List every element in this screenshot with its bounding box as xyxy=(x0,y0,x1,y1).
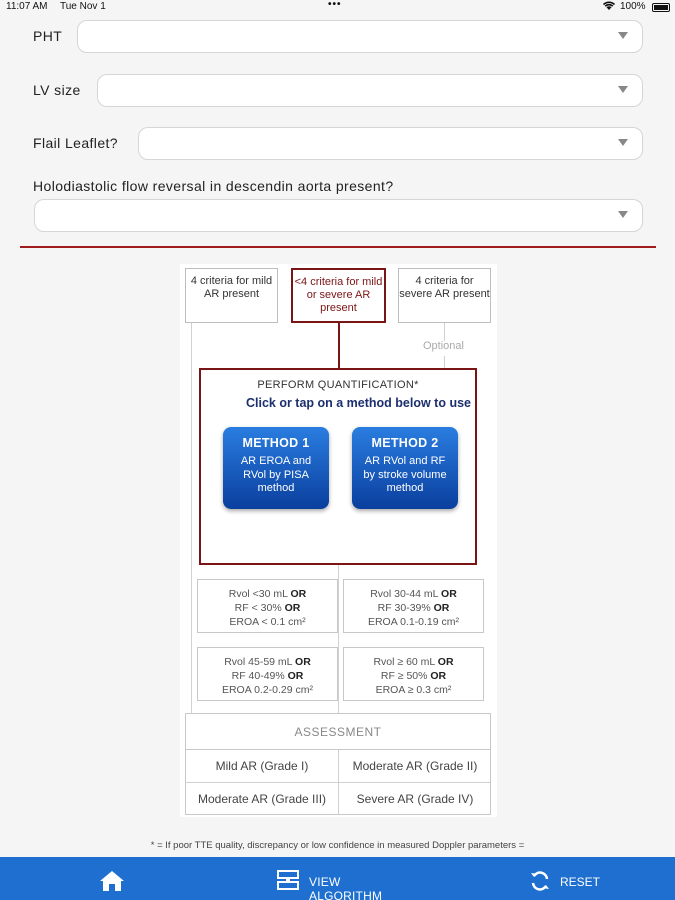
status-bar: 11:07 AM Tue Nov 1 ••• 100% xyxy=(0,0,675,14)
lv-size-select[interactable] xyxy=(97,74,643,107)
result-line: Rvol 45-59 mL xyxy=(224,656,296,668)
criteria-mild-box: 4 criteria for mild AR present xyxy=(185,268,278,323)
pht-label: PHT xyxy=(33,28,63,44)
or-label: OR xyxy=(430,670,447,682)
battery-icon xyxy=(652,3,670,12)
result-line: Rvol 30-44 mL xyxy=(370,588,442,600)
result-line: RF < 30% xyxy=(234,602,285,614)
status-date: Tue Nov 1 xyxy=(60,1,106,12)
view-algorithm-label: VIEW ALGORITHM xyxy=(309,875,383,900)
method-2-button[interactable]: METHOD 2 AR RVol and RF by stroke volume… xyxy=(352,427,458,509)
grade-cell: Moderate AR (Grade III) xyxy=(197,792,327,806)
footnote: * = If poor TTE quality, discrepancy or … xyxy=(150,840,525,851)
refresh-icon xyxy=(528,869,552,896)
grade-cell: Mild AR (Grade I) xyxy=(215,759,309,773)
reset-button[interactable]: RESET xyxy=(528,869,608,893)
result-criteria-box: Rvol ≥ 60 mL OR RF ≥ 50% OR EROA ≥ 0.3 c… xyxy=(343,647,484,701)
connector-line xyxy=(444,356,445,368)
table-divider xyxy=(186,782,490,783)
optional-label: Optional xyxy=(423,340,464,352)
assessment-table: ASSESSMENT Mild AR (Grade I) Moderate AR… xyxy=(185,713,491,815)
result-line: Rvol ≥ 60 mL xyxy=(373,656,438,668)
or-label: OR xyxy=(287,670,304,682)
or-label: OR xyxy=(437,656,454,668)
or-label: OR xyxy=(441,588,457,600)
lv-size-label: LV size xyxy=(33,82,81,98)
or-label: OR xyxy=(284,602,301,614)
result-line: EROA < 0.1 cm² xyxy=(229,616,306,628)
section-divider xyxy=(20,246,656,248)
chevron-down-icon xyxy=(618,32,628,39)
or-label: OR xyxy=(290,588,307,600)
connector-line xyxy=(444,323,445,341)
criteria-mid-text: <4 criteria for mild or severe AR presen… xyxy=(294,276,383,314)
or-label: OR xyxy=(295,656,311,668)
method-2-description: AR RVol and RF by stroke volume method xyxy=(363,455,447,494)
holodiastolic-label: Holodiastolic flow reversal in descendin… xyxy=(33,178,394,194)
result-line: RF ≥ 50% xyxy=(380,670,431,682)
result-line: RF 30-39% xyxy=(377,602,434,614)
home-icon xyxy=(98,871,126,897)
chevron-down-icon xyxy=(618,211,628,218)
criteria-mild-text: 4 criteria for mild AR present xyxy=(190,275,273,300)
criteria-severe-text: 4 criteria for severe AR present xyxy=(399,275,490,300)
chevron-down-icon xyxy=(618,139,628,146)
reset-label: RESET xyxy=(560,875,601,889)
result-line: RF 40-49% xyxy=(231,670,288,682)
multitask-dots[interactable]: ••• xyxy=(328,0,342,10)
or-label: OR xyxy=(433,602,450,614)
pht-select[interactable] xyxy=(77,20,643,53)
algorithm-diagram: 4 criteria for mild AR present <4 criter… xyxy=(180,264,497,817)
status-time: 11:07 AM xyxy=(6,1,48,12)
method-2-title: METHOD 2 xyxy=(371,436,439,450)
bottom-toolbar: VIEW ALGORITHM RESET xyxy=(0,857,675,900)
result-line: EROA 0.2-0.29 cm² xyxy=(221,684,314,696)
grade-cell: Moderate AR (Grade II) xyxy=(352,759,478,773)
result-criteria-box: Rvol <30 mL OR RF < 30% OR EROA < 0.1 cm… xyxy=(197,579,338,633)
assessment-title: ASSESSMENT xyxy=(186,714,490,750)
battery-percent: 100% xyxy=(620,1,646,12)
algorithm-icon xyxy=(276,869,300,896)
flail-label: Flail Leaflet? xyxy=(33,135,118,151)
criteria-severe-box: 4 criteria for severe AR present xyxy=(398,268,491,323)
result-line: EROA ≥ 0.3 cm² xyxy=(375,684,452,696)
criteria-mid-box: <4 criteria for mild or severe AR presen… xyxy=(291,268,386,323)
result-criteria-box: Rvol 30-44 mL OR RF 30-39% OR EROA 0.1-0… xyxy=(343,579,484,633)
result-criteria-box: Rvol 45-59 mL OR RF 40-49% OR EROA 0.2-0… xyxy=(197,647,338,701)
result-line: EROA 0.1-0.19 cm² xyxy=(367,616,460,628)
home-button[interactable] xyxy=(98,869,126,893)
holodiastolic-select[interactable] xyxy=(34,199,643,232)
quantification-panel: PERFORM QUANTIFICATION* Click or tap on … xyxy=(199,368,477,565)
view-algorithm-button[interactable]: VIEW ALGORITHM xyxy=(276,869,416,900)
quantification-instruction: Click or tap on a method below to use xyxy=(245,396,471,410)
wifi-icon xyxy=(602,0,616,14)
connector-line xyxy=(191,323,192,713)
method-1-description: AR EROA and RVol by PISA method xyxy=(240,455,312,494)
connector-line xyxy=(338,565,339,713)
connector-line xyxy=(338,323,340,368)
quantification-title: PERFORM QUANTIFICATION* xyxy=(257,379,419,391)
flail-select[interactable] xyxy=(138,127,643,160)
method-1-title: METHOD 1 xyxy=(242,436,310,450)
grade-cell: Severe AR (Grade IV) xyxy=(356,792,474,806)
result-line: Rvol <30 mL xyxy=(228,588,291,600)
chevron-down-icon xyxy=(618,86,628,93)
method-1-button[interactable]: METHOD 1 AR EROA and RVol by PISA method xyxy=(223,427,329,509)
